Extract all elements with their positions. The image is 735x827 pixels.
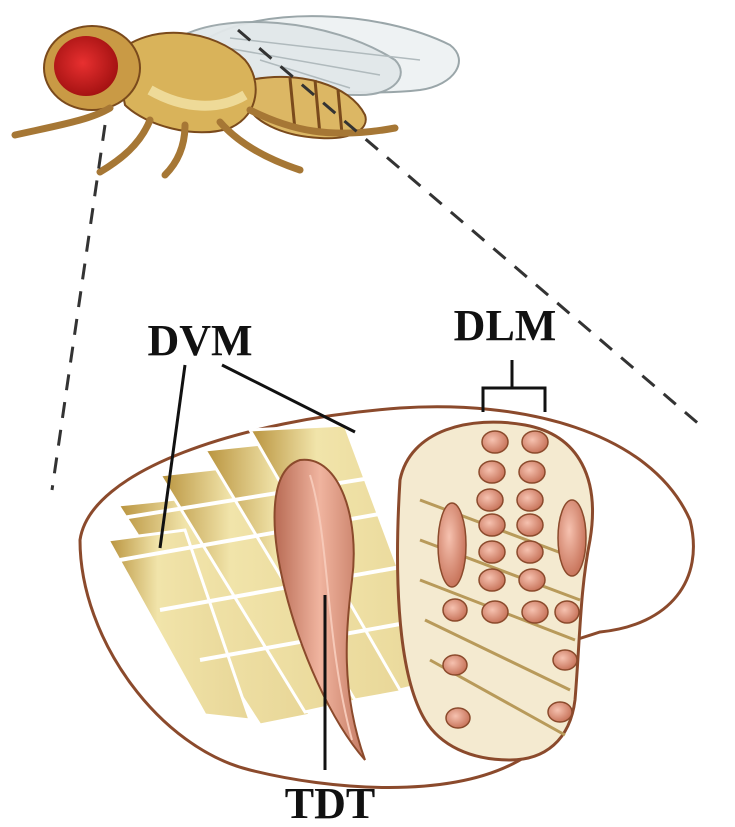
dlm-disc	[519, 461, 545, 483]
dlm-disc	[548, 702, 572, 722]
dlm-disc	[522, 431, 548, 453]
dlm-disc	[517, 514, 543, 536]
dlm-disc	[517, 541, 543, 563]
dvm-label: DVM	[147, 316, 252, 365]
dlm-bracket	[483, 360, 545, 412]
dlm-disc	[479, 569, 505, 591]
dlm-disc	[482, 601, 508, 623]
dlm-disc	[482, 431, 508, 453]
dlm-disc	[517, 489, 543, 511]
tdt-label: TDT	[285, 779, 375, 827]
dlm-disc	[443, 655, 467, 675]
fly-eye	[54, 36, 118, 96]
zoom-line-left	[52, 125, 105, 490]
dlm-disc	[479, 514, 505, 536]
dlm-side-disc	[558, 500, 586, 576]
dlm-disc	[479, 541, 505, 563]
dlm-disc	[519, 569, 545, 591]
dlm-side-disc	[438, 503, 466, 587]
fly-illustration	[15, 16, 459, 175]
dlm-disc	[446, 708, 470, 728]
dlm-disc	[477, 489, 503, 511]
dlm-disc	[443, 599, 467, 621]
dlm-disc	[553, 650, 577, 670]
dlm-disc	[479, 461, 505, 483]
dlm-label: DLM	[454, 301, 557, 350]
zoom-line-right	[238, 30, 700, 425]
dlm-disc	[522, 601, 548, 623]
dlm-disc	[555, 601, 579, 623]
